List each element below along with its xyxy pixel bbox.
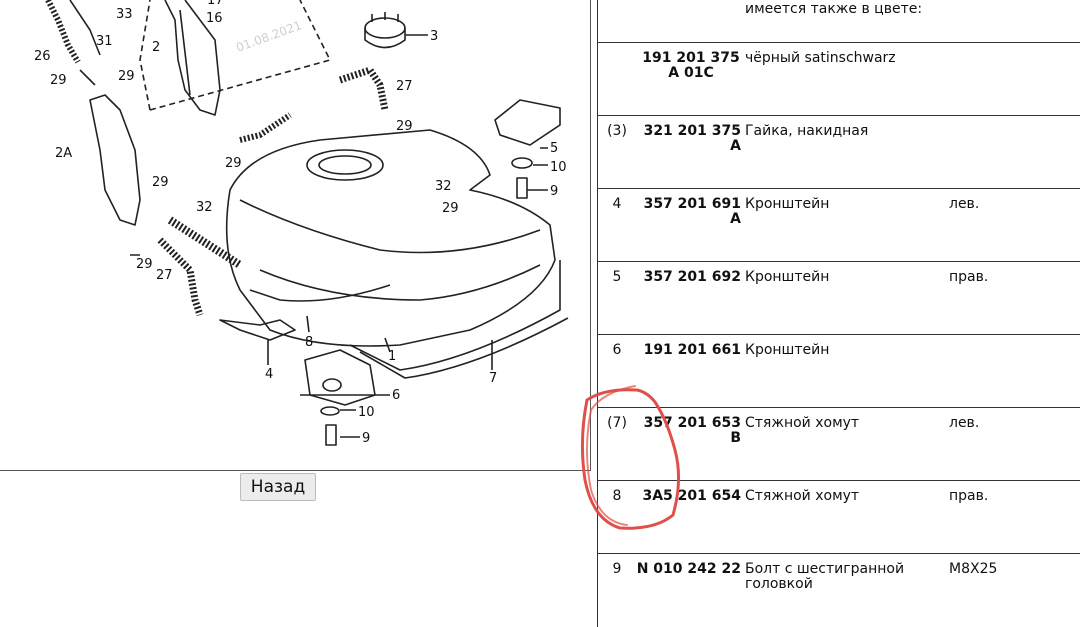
svg-text:33: 33 (116, 7, 133, 22)
part-number: 357 201 692 (643, 269, 741, 285)
table-row: 9 N 010 242 22 Болт с шестигранной голов… (598, 554, 1080, 626)
part-position: 6 (612, 342, 622, 358)
part-name: Гайка, накидная (745, 123, 869, 139)
part-name: Кронштейн (745, 269, 830, 285)
part-number: 191 201 375 A 01C (642, 50, 740, 81)
svg-text:26: 26 (34, 49, 51, 64)
part-position: (7) (607, 415, 627, 431)
svg-text:6: 6 (392, 388, 400, 403)
svg-text:29: 29 (50, 73, 67, 88)
part-position: 9 (612, 561, 622, 577)
svg-text:2: 2 (152, 40, 160, 55)
part-note: прав. (949, 488, 989, 504)
svg-text:1: 1 (388, 349, 396, 364)
svg-text:29: 29 (225, 156, 242, 171)
part-name: Кронштейн (745, 342, 830, 358)
part-number: 191 201 661 (643, 342, 741, 358)
table-row: 5 357 201 692 Кронштейн прав. (598, 262, 1080, 335)
table-row: 6 191 201 661 Кронштейн (598, 335, 1080, 408)
table-row: (3) 321 201 375 A Гайка, накидная (598, 116, 1080, 189)
part-name: Болт с шестигранной головкой (745, 561, 905, 592)
svg-text:32: 32 (196, 200, 213, 215)
part-name: чёрный satinschwarz (745, 50, 896, 66)
table-row: 4 357 201 691 A Кронштейн лев. (598, 189, 1080, 262)
part-name: Кронштейн (745, 196, 830, 212)
table-row: имеется также в цвете: (598, 0, 1080, 43)
part-number: 357 201 691 A (643, 196, 741, 227)
part-number: 321 201 375 A (643, 123, 741, 154)
svg-text:29: 29 (136, 257, 153, 272)
table-row: 191 201 375 A 01C чёрный satinschwarz (598, 43, 1080, 116)
svg-text:7: 7 (489, 371, 497, 386)
diagram-watermark: 01.08.2021 (234, 18, 303, 55)
part-position: 4 (612, 196, 622, 212)
svg-text:5: 5 (550, 141, 558, 156)
svg-text:27: 27 (156, 268, 173, 283)
svg-text:32: 32 (435, 179, 452, 194)
svg-text:10: 10 (550, 160, 567, 175)
svg-text:16: 16 (206, 11, 223, 26)
part-note: прав. (949, 269, 989, 285)
part-position: (3) (607, 123, 627, 139)
svg-text:29: 29 (118, 69, 135, 84)
part-position: 5 (612, 269, 622, 285)
part-note: лев. (949, 415, 980, 431)
part-note: лев. (949, 196, 980, 212)
parts-diagram: 33 17 16 3 31 26 2 29 29 27 29 2A 29 5 1… (0, 0, 591, 471)
svg-text:10: 10 (358, 405, 375, 420)
svg-text:2A: 2A (55, 146, 72, 161)
table-row: (7) 357 201 653 B Стяжной хомут лев. (598, 408, 1080, 481)
svg-text:29: 29 (442, 201, 459, 216)
svg-text:31: 31 (96, 34, 113, 49)
fuel-tank-exploded-view: 33 17 16 3 31 26 2 29 29 27 29 2A 29 5 1… (34, 0, 569, 446)
part-number: 357 201 653 B (643, 415, 741, 446)
part-note: M8X25 (949, 561, 998, 577)
diagram-callouts: 33 17 16 3 31 26 2 29 29 27 29 2A 29 5 1… (34, 0, 567, 446)
parts-table: имеется также в цвете: 191 201 375 A 01C… (597, 0, 1080, 627)
svg-text:3: 3 (430, 29, 438, 44)
part-name: Стяжной хомут (745, 488, 860, 504)
part-position: 8 (612, 488, 622, 504)
svg-text:8: 8 (305, 335, 313, 350)
part-number: 3A5 201 654 (642, 488, 741, 504)
svg-text:9: 9 (362, 431, 370, 446)
svg-text:17: 17 (207, 0, 224, 8)
color-availability-note: имеется также в цвете: (745, 1, 923, 17)
svg-text:29: 29 (152, 175, 169, 190)
svg-text:9: 9 (550, 184, 558, 199)
table-row: 8 3A5 201 654 Стяжной хомут прав. (598, 481, 1080, 554)
svg-text:29: 29 (396, 119, 413, 134)
part-number: N 010 242 22 (636, 561, 741, 577)
svg-text:4: 4 (265, 367, 273, 382)
back-button[interactable]: Назад (240, 473, 316, 501)
part-name: Стяжной хомут (745, 415, 860, 431)
svg-text:27: 27 (396, 79, 413, 94)
